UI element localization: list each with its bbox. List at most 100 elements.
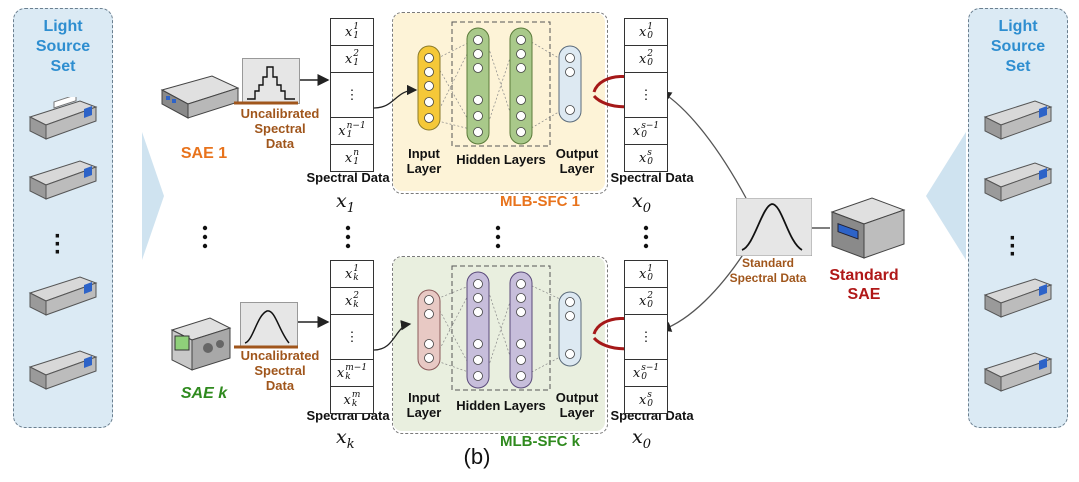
vector-cell-base: x — [344, 150, 353, 166]
light-source-set-right: Light Source Set ··· — [968, 8, 1068, 428]
vector-cell-base: x — [638, 293, 647, 309]
hidden-layers-label-bottom: Hidden Layers — [456, 398, 546, 413]
hidden-layers-label-top: Hidden Layers — [456, 152, 546, 167]
variable-x0-bottom: x0 — [632, 426, 651, 452]
vector-cell-subscript: k — [353, 273, 359, 283]
vector-cell-superscript: 2 — [647, 49, 654, 59]
transceiver-module-icon — [28, 350, 98, 390]
vector-cell-base: x — [638, 150, 647, 166]
vector-cell-base: x — [344, 293, 353, 309]
output-layer-label-bottom: Output Layer — [555, 390, 599, 420]
vector-cell-superscript: m−1 — [345, 363, 368, 373]
transceiver-module-icon — [983, 100, 1053, 140]
vector-cell-superscript: n−1 — [346, 121, 366, 131]
vector-cell-base: x — [632, 365, 641, 381]
vector-cell-subscript: 1 — [353, 157, 359, 167]
vector-cell-subscript: k — [345, 372, 351, 382]
vector-cell-base: x — [343, 392, 351, 408]
transceiver-module-icon — [28, 97, 98, 140]
vector-cell-subscript: 0 — [641, 130, 647, 140]
sae-k-device-icon — [170, 317, 232, 371]
vector-cell-superscript: 1 — [353, 22, 360, 32]
vector-cell-superscript: m — [351, 390, 361, 400]
spectral-data-label-x1: Spectral Data — [306, 170, 390, 185]
vector-cell-subscript: 0 — [641, 372, 647, 382]
sae-k-label: SAE k — [180, 385, 228, 402]
vector-cell: ⋮ — [331, 315, 373, 360]
vector-cell-superscript: 1 — [647, 264, 654, 274]
transceiver-module-icon — [28, 276, 98, 316]
vector-cell-superscript: 2 — [353, 291, 360, 301]
variable-x1: x1 — [336, 190, 355, 216]
variable-x1-sub: 1 — [346, 200, 355, 216]
vector-cell-superscript: s−1 — [641, 363, 660, 373]
transceiver-module-icon — [983, 352, 1053, 392]
transceiver-module-icon — [983, 162, 1053, 202]
vector-cell-base: x — [344, 24, 353, 40]
vector-cell-subscript: 1 — [353, 31, 360, 41]
standard-sae-label: Standard SAE — [829, 267, 899, 303]
vector-cell: ⋮ — [331, 73, 373, 118]
vector-cell-base: x — [632, 123, 641, 139]
vector-cell-subscript: k — [353, 300, 359, 310]
sae-1-label: SAE 1 — [180, 145, 228, 162]
standard-spectrum-thumbnail — [736, 198, 812, 256]
output-layer-label-top: Output Layer — [555, 146, 599, 176]
vector-cell-subscript: 0 — [647, 273, 654, 283]
vector-cell-superscript: n — [353, 148, 360, 158]
vector-cell-base: x — [638, 266, 647, 282]
vector-cell-base: x — [338, 123, 346, 139]
standard-spectral-data-label: Standard Spectral Data — [729, 256, 807, 285]
vertical-ellipsis: ··· — [54, 223, 62, 266]
figure-caption: (b) — [463, 444, 491, 469]
vector-cell-subscript: 0 — [647, 300, 654, 310]
light-source-title-left: Light Source Set — [35, 18, 91, 75]
transceiver-module-icon — [28, 160, 98, 200]
vertical-ellipsis: ··· — [1009, 225, 1017, 268]
uncalibrated-spectrum-thumbnail-top — [242, 58, 300, 104]
variable-x0-top: x0 — [632, 190, 651, 216]
vector-cell-base: x — [638, 24, 647, 40]
vector-cell-superscript: s — [647, 148, 652, 158]
input-layer-label-top: Input Layer — [406, 146, 442, 176]
transceiver-module-icon — [983, 278, 1053, 318]
vector-cell-superscript: 2 — [647, 291, 654, 301]
vector-cell-base: x — [638, 51, 647, 67]
uncalibrated-label-top: Uncalibrated Spectral Data — [240, 106, 320, 151]
brown-underline-top — [234, 101, 298, 105]
vector-cell-superscript: s — [647, 390, 652, 400]
vector-cell-base: x — [336, 365, 345, 381]
vector-cell-subscript: 1 — [346, 130, 353, 140]
vector-cell-base: x — [344, 51, 353, 67]
input-layer-label-bottom: Input Layer — [406, 390, 442, 420]
variable-xk: xk — [336, 426, 355, 452]
flow-chevron-right-icon — [926, 132, 966, 260]
vector-cell-subscript: 0 — [647, 58, 654, 68]
vector-cell-subscript: 1 — [353, 58, 360, 68]
vector-cell-subscript: 0 — [647, 399, 654, 409]
vector-cell-base: x — [344, 266, 353, 282]
